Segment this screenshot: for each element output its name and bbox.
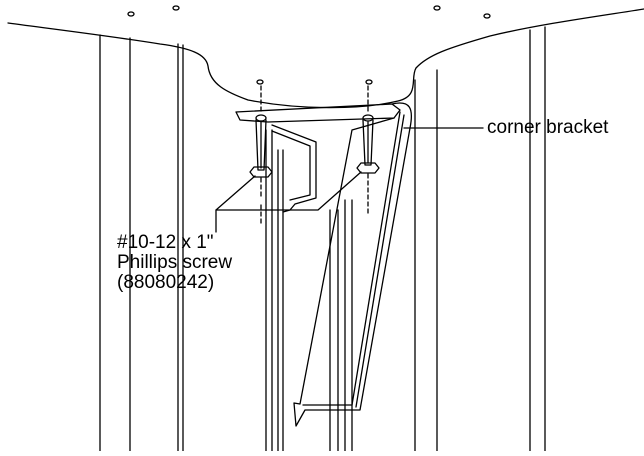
screw-left xyxy=(249,114,273,226)
corner-post xyxy=(265,129,353,452)
corner-bracket-label: corner bracket xyxy=(487,117,609,138)
panel-hole xyxy=(483,13,491,19)
panel-hole xyxy=(365,79,373,85)
channel-profile xyxy=(271,130,311,201)
screw-type-label: Phillips screw xyxy=(117,252,233,273)
panel-hole xyxy=(433,5,441,11)
screw-part-number-label: (88080242) xyxy=(117,272,215,293)
left-wall-panel xyxy=(99,34,184,452)
corner-bracket-leg-inner xyxy=(302,111,401,406)
panel-hole xyxy=(127,11,135,17)
corner-bracket-leg-inner xyxy=(355,114,405,408)
screw-spec-label: #10-12 x 1" xyxy=(117,232,214,253)
leader-screw xyxy=(215,175,256,233)
leader-screw xyxy=(215,171,362,211)
top-panel-edge xyxy=(7,8,644,109)
screw-callout: #10-12 x 1" Phillips screw (88080242) xyxy=(117,233,232,293)
panel-hole xyxy=(172,5,180,11)
screw-right xyxy=(356,114,380,216)
panel-hole xyxy=(256,79,264,85)
right-wall-panel xyxy=(414,26,546,452)
corner-bracket-leg xyxy=(293,102,413,427)
